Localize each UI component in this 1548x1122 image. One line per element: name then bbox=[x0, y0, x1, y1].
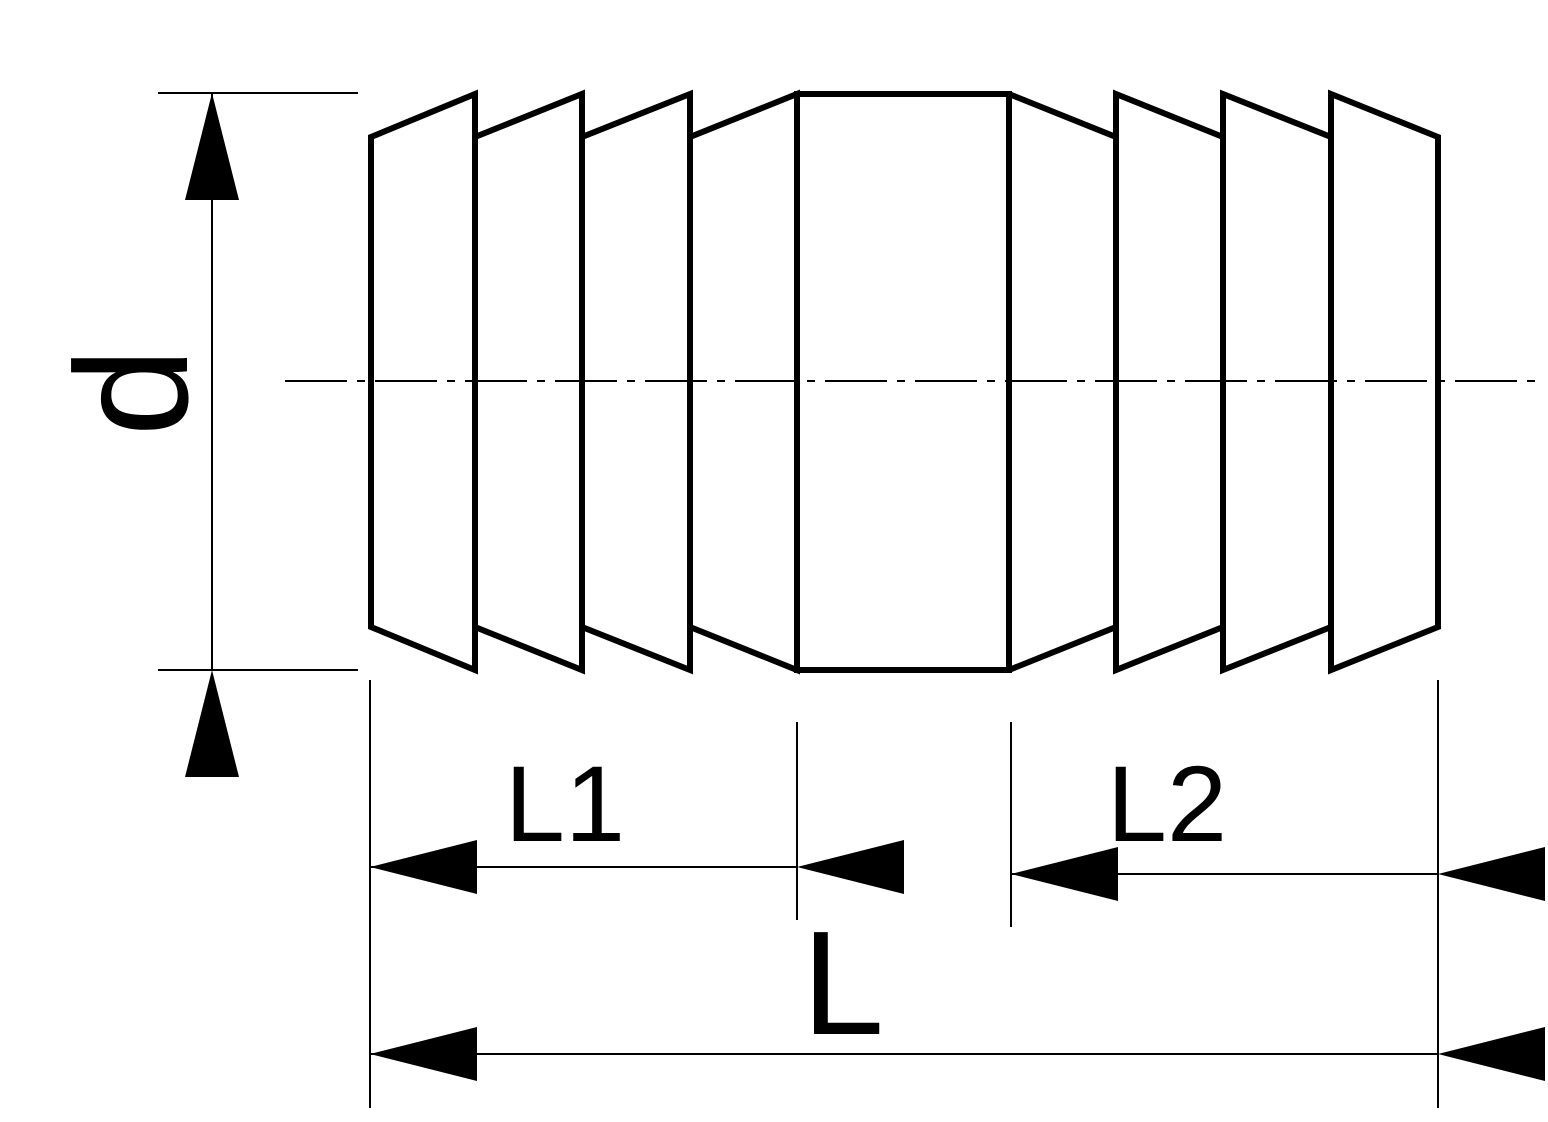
thread-tooth bbox=[473, 89, 585, 675]
thread-tooth bbox=[1328, 89, 1441, 675]
total-length-label: L bbox=[802, 901, 884, 1066]
diameter-label: d bbox=[42, 348, 221, 437]
l1-label: L1 bbox=[505, 743, 625, 864]
right-thread-section bbox=[1007, 89, 1441, 675]
thread-tooth bbox=[368, 89, 478, 675]
thread-tooth bbox=[580, 89, 693, 675]
l2-label: L2 bbox=[1107, 743, 1227, 864]
center-plain-section bbox=[794, 91, 1012, 673]
diameter-dimension bbox=[158, 92, 358, 777]
